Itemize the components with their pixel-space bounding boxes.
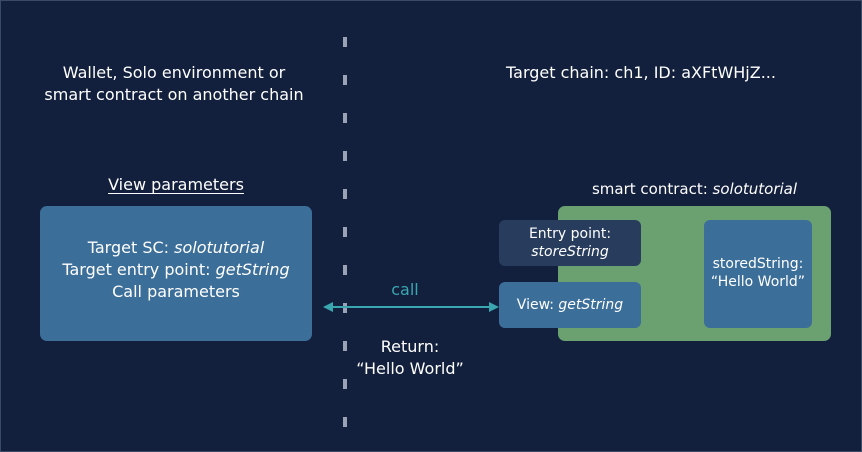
entry-point-line: Target entry point: getString bbox=[40, 259, 312, 281]
left-heading-line1: Wallet, Solo environment or bbox=[62, 63, 286, 82]
view-parameters-box: Target SC: solotutorial Target entry poi… bbox=[40, 206, 312, 341]
view-box-value: getString bbox=[558, 297, 624, 313]
call-arrow bbox=[323, 302, 499, 312]
entry-point-label: Target entry point: bbox=[62, 260, 216, 279]
call-parameters: Call parameters bbox=[112, 282, 240, 301]
right-heading: Target chain: ch1, ID: aXFtWHjZ... bbox=[506, 63, 776, 82]
entry-point-box: Entry point: storeString bbox=[499, 220, 641, 266]
view-box-label: View: bbox=[516, 297, 559, 313]
call-label: call bbox=[391, 280, 419, 299]
target-sc-label: Target SC: bbox=[87, 238, 175, 257]
left-heading-line2: smart contract on another chain bbox=[44, 85, 304, 104]
left-heading: Wallet, Solo environment or smart contra… bbox=[24, 62, 324, 106]
return-line1: Return: bbox=[380, 337, 440, 356]
return-label: Return: “Hello World” bbox=[335, 336, 485, 380]
target-sc-line: Target SC: solotutorial bbox=[40, 237, 312, 259]
stored-string-box: storedString: “Hello World” bbox=[704, 220, 812, 328]
smart-contract-title: smart contract: solotutorial bbox=[558, 178, 831, 200]
stored-string-label: storedString: bbox=[712, 256, 804, 272]
smart-contract-title-value: solotutorial bbox=[712, 180, 798, 198]
target-sc-value: solotutorial bbox=[174, 238, 265, 257]
view-box: View: getString bbox=[499, 282, 641, 328]
entry-point-box-value-text: storeString bbox=[531, 244, 609, 260]
return-line2: “Hello World” bbox=[356, 359, 464, 378]
entry-point-value: getString bbox=[215, 260, 290, 279]
stored-string-value: “Hello World” bbox=[710, 274, 806, 290]
view-parameters-title-text: View parameters bbox=[108, 175, 244, 194]
view-box-text: View: getString bbox=[499, 296, 641, 314]
view-parameters-title: View parameters bbox=[40, 174, 312, 196]
entry-point-box-value: storeString bbox=[499, 243, 641, 261]
smart-contract-title-label: smart contract: bbox=[591, 180, 713, 198]
entry-point-box-label: Entry point: bbox=[528, 226, 612, 242]
